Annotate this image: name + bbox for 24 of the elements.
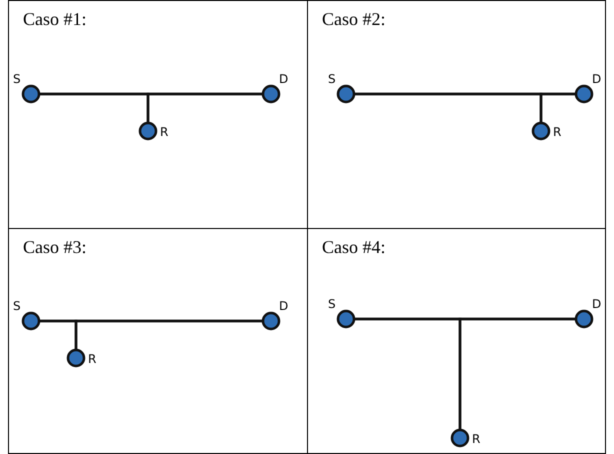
- panel-title: Caso #1:: [23, 9, 87, 30]
- node-label: D: [279, 72, 288, 86]
- case-panel: [8, 228, 308, 454]
- connector-line: [146, 92, 263, 123]
- node-label: R: [160, 125, 168, 139]
- node-label: R: [88, 352, 96, 366]
- node-label: D: [279, 299, 288, 313]
- case-panel: [307, 0, 606, 229]
- connector-line: [458, 318, 576, 430]
- case-panel: [8, 0, 308, 229]
- node-label: S: [13, 299, 21, 313]
- node-label: R: [553, 125, 562, 139]
- panel-title: Caso #3:: [23, 237, 87, 258]
- panel-title: Caso #2:: [322, 9, 386, 30]
- case-panel: [307, 228, 606, 454]
- connector-line: [540, 92, 576, 123]
- panel-title: Caso #4:: [322, 237, 386, 258]
- node-label: D: [592, 297, 602, 311]
- connector-line: [74, 320, 263, 350]
- node-label: S: [328, 72, 336, 86]
- node-label: R: [472, 432, 480, 446]
- node-label: S: [328, 297, 336, 311]
- node-label: D: [592, 72, 602, 86]
- node-label: S: [13, 72, 21, 86]
